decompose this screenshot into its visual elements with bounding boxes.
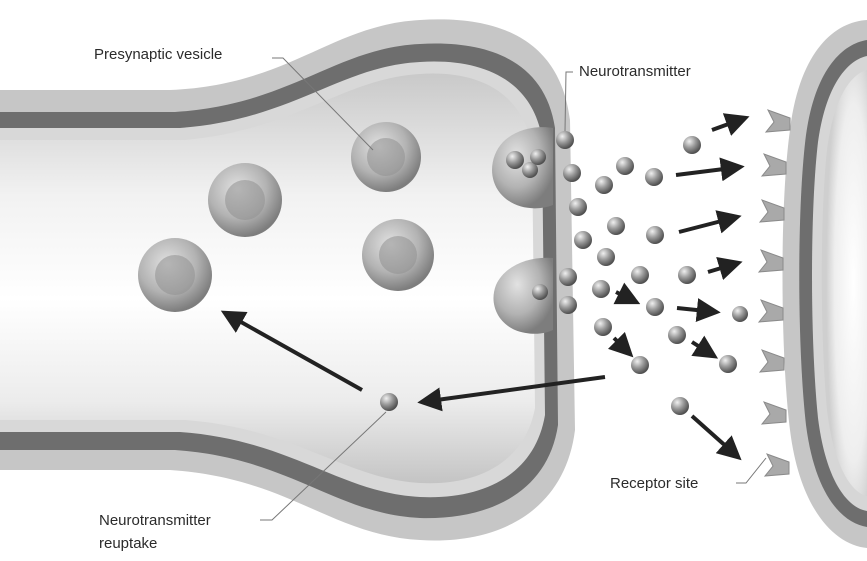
vesicle — [208, 163, 282, 237]
molecule — [559, 268, 577, 286]
molecule — [556, 131, 574, 149]
label-reuptake-line2: reuptake — [99, 535, 157, 552]
arrow — [692, 342, 714, 356]
molecule — [719, 355, 737, 373]
label-neurotransmitter: Neurotransmitter — [579, 63, 691, 80]
receptor-site — [759, 300, 783, 322]
label-reuptake-line1: Neurotransmitter — [99, 512, 211, 529]
molecule — [646, 298, 664, 316]
molecule — [595, 176, 613, 194]
molecule — [683, 136, 701, 154]
presynaptic-terminal — [0, 19, 575, 540]
leader-receptor-site — [736, 458, 766, 483]
molecule — [616, 157, 634, 175]
molecule — [732, 306, 748, 322]
arrow — [679, 217, 737, 232]
label-presynaptic-vesicle: Presynaptic vesicle — [94, 46, 222, 63]
molecule — [594, 318, 612, 336]
molecule — [380, 393, 398, 411]
arrow — [614, 338, 630, 354]
arrow — [708, 263, 738, 272]
receptor-site — [766, 110, 790, 132]
molecule — [631, 356, 649, 374]
arrow — [616, 292, 636, 302]
receptor-site — [762, 402, 786, 424]
molecule — [631, 266, 649, 284]
molecule — [678, 266, 696, 284]
molecule — [646, 226, 664, 244]
vesicle — [138, 238, 212, 312]
molecule — [574, 231, 592, 249]
vesicle — [362, 219, 434, 291]
molecule — [592, 280, 610, 298]
arrow — [712, 118, 745, 130]
receptor-site — [759, 250, 783, 272]
molecule — [532, 284, 548, 300]
receptor-site — [760, 350, 784, 372]
label-receptor-site: Receptor site — [610, 475, 698, 492]
receptor-site — [760, 200, 784, 222]
molecule — [569, 198, 587, 216]
molecule — [671, 397, 689, 415]
molecule — [563, 164, 581, 182]
molecule — [597, 248, 615, 266]
molecule — [668, 326, 686, 344]
arrow — [677, 308, 716, 312]
arrow — [692, 416, 738, 457]
molecule — [607, 217, 625, 235]
molecule — [645, 168, 663, 186]
arrow — [676, 167, 740, 175]
vesicle — [351, 122, 421, 192]
receptor-site — [765, 454, 789, 476]
molecule — [559, 296, 577, 314]
receptor-site — [762, 154, 786, 176]
molecule — [530, 149, 546, 165]
postsynaptic-terminal — [783, 20, 867, 548]
